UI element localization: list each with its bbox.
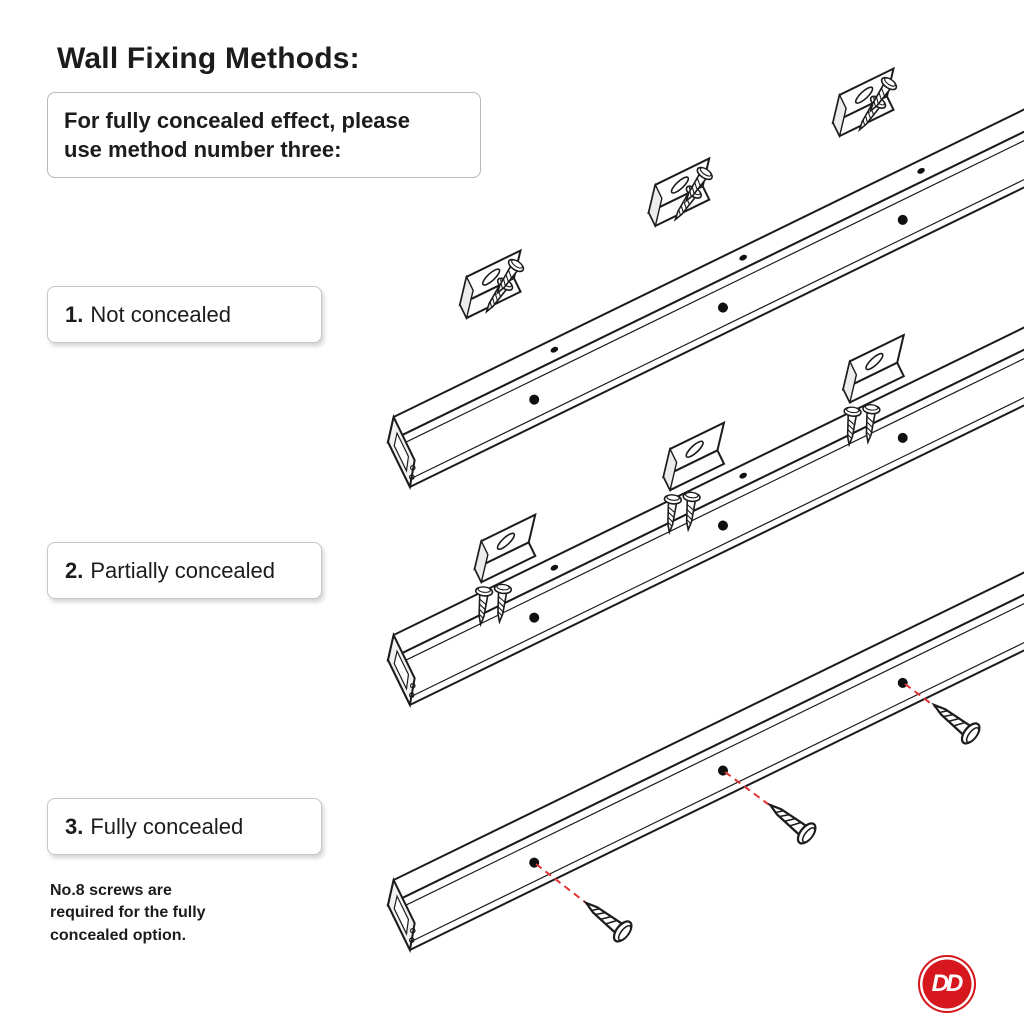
rail-method-1 (378, 67, 1024, 488)
note-line-3: concealed option. (50, 926, 187, 944)
screw-hole-icon (897, 432, 908, 443)
method-label: Partially concealed (90, 557, 276, 583)
guide-line-icon (724, 771, 777, 811)
screw-hole-icon (717, 302, 728, 313)
note-line-1: No.8 screws are (50, 882, 172, 899)
method-number: 2. (65, 557, 84, 583)
dd-logo-text: DD (931, 970, 964, 997)
screw-hole-icon (550, 346, 559, 353)
callout-box: For fully concealed effect, please use m… (47, 92, 481, 179)
screw-hole-icon (717, 520, 728, 531)
method-label-partially-concealed: 2. Partially concealed (47, 542, 322, 599)
wall-bracket (638, 157, 727, 227)
screw-hole-icon (739, 472, 747, 479)
rail-method-2 (378, 292, 1024, 706)
method-label: Not concealed (90, 301, 232, 327)
method-label-fully-concealed: 3. Fully concealed (47, 798, 322, 855)
page-title: Wall Fixing Methods: (57, 42, 360, 75)
screw-hole-icon (739, 254, 747, 261)
dd-brand-logo: DD (918, 955, 976, 1013)
callout-line-1: For fully concealed effect, please (64, 108, 411, 133)
method-number: 1. (65, 301, 84, 327)
method-label: Fully concealed (90, 813, 244, 839)
method-label-not-concealed: 1. Not concealed (47, 286, 322, 343)
screw-hole-icon (529, 394, 540, 405)
method-number: 3. (65, 813, 84, 839)
screw-hole-icon (917, 167, 925, 174)
callout-line-2: use method number three: (64, 137, 342, 163)
wall-bracket (822, 67, 911, 138)
screw-hole-icon (529, 612, 540, 623)
screw-hole-icon (897, 214, 908, 225)
screws-note: No.8 screws are required for the fully c… (50, 880, 260, 947)
screw-hole-icon (550, 564, 559, 571)
concealed-fixing-screws (535, 683, 984, 946)
note-line-2: required for the fully (50, 904, 206, 922)
wall-bracket (449, 249, 538, 319)
